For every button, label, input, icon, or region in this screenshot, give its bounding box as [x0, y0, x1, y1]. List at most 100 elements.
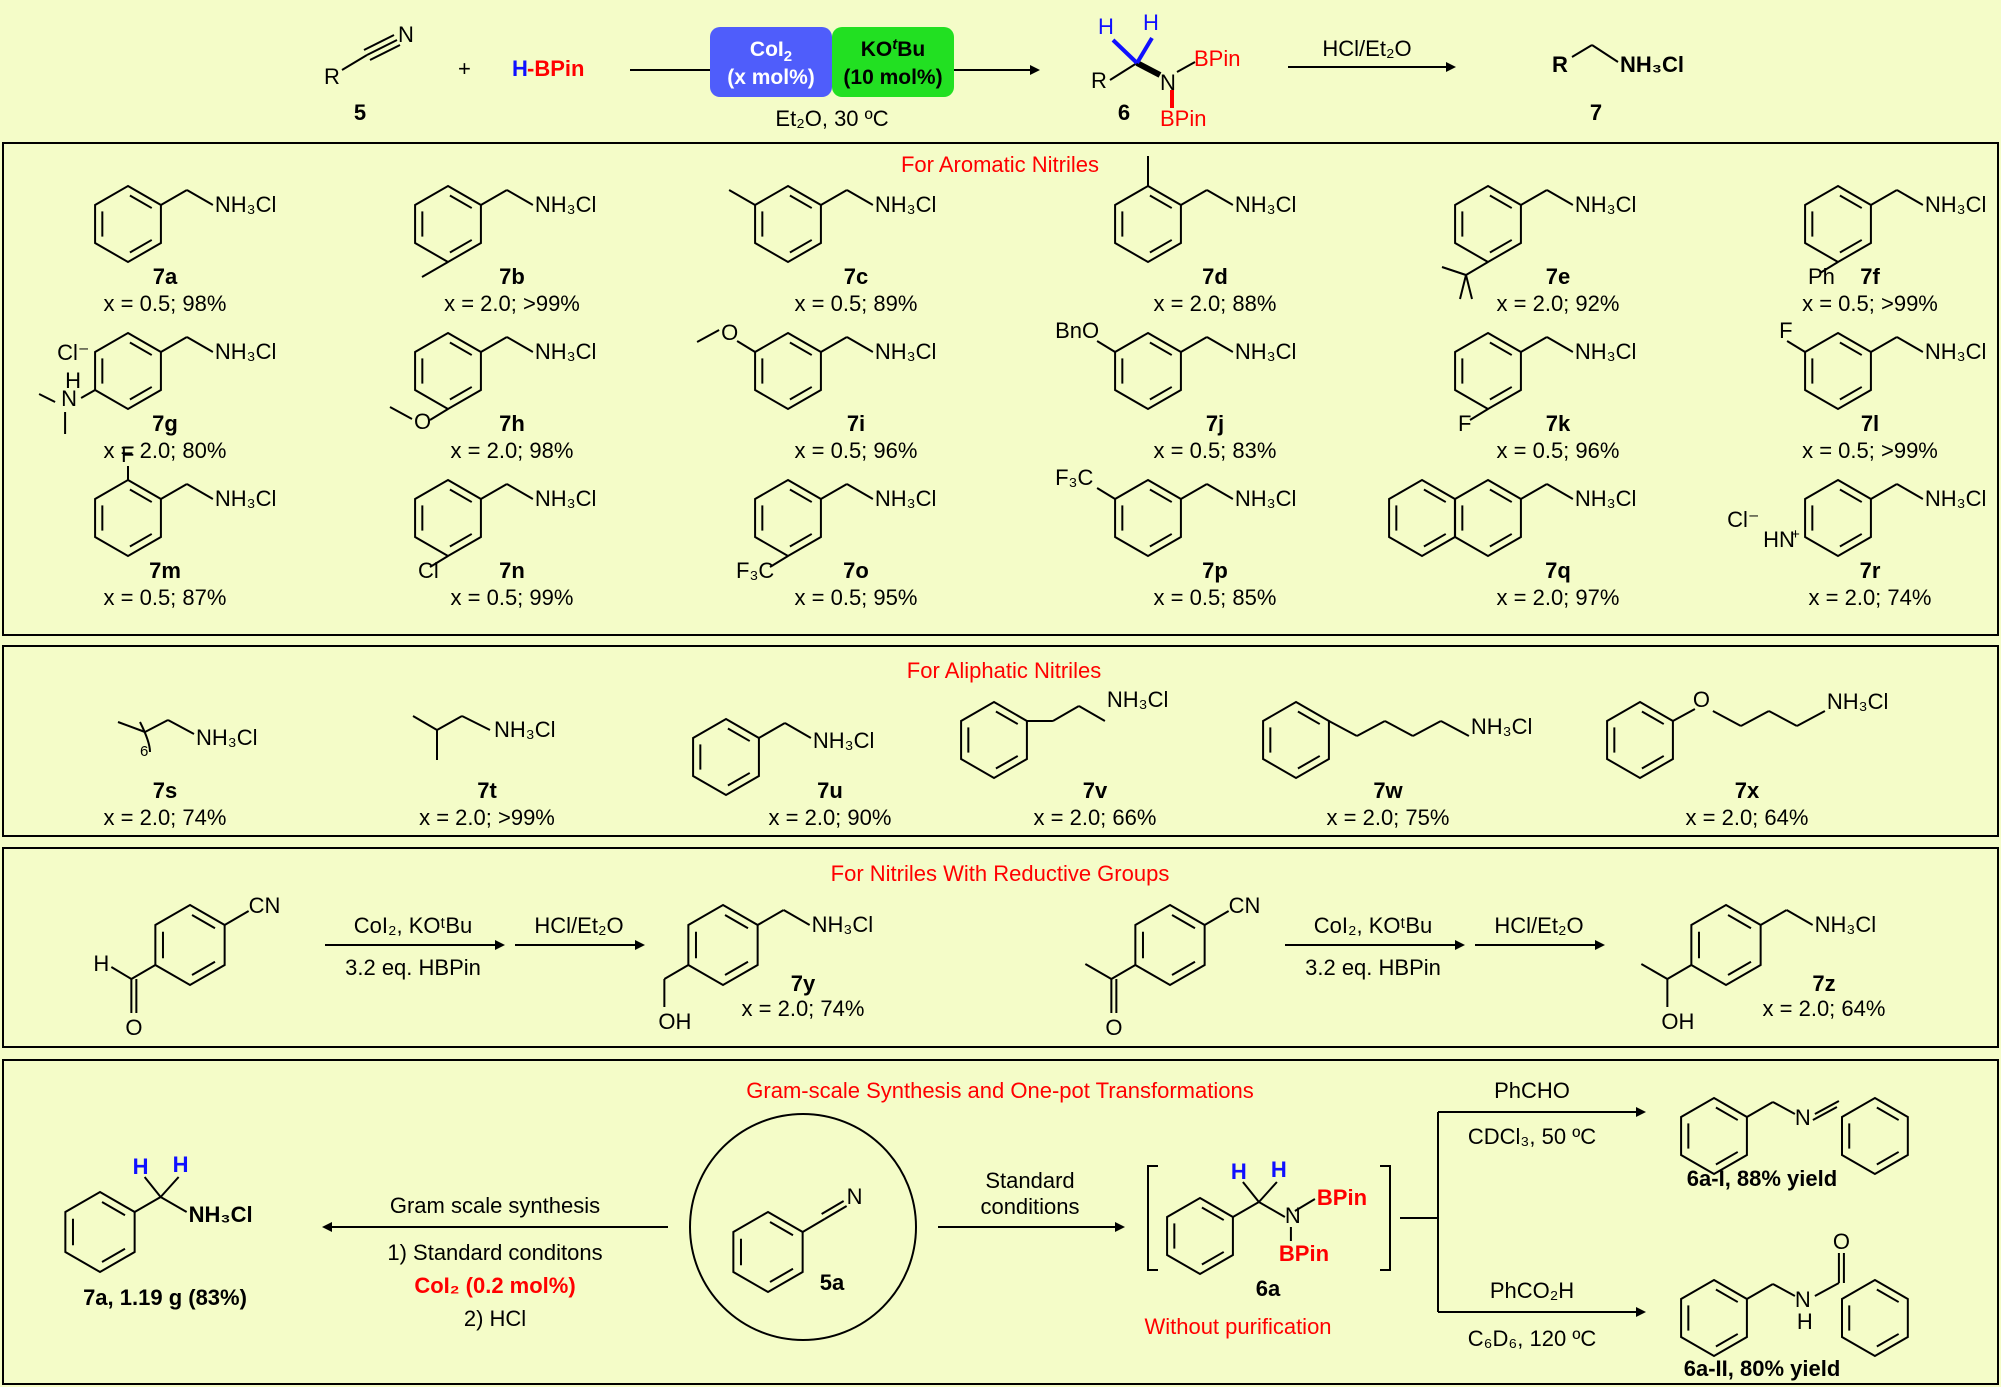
compound-label: 5a — [820, 1270, 845, 1295]
bond-line — [820, 336, 848, 353]
starting-material-5a: N5a — [689, 1113, 917, 1341]
condition-text: Standard — [985, 1168, 1074, 1193]
amine-group: NH₃Cl — [1815, 912, 1877, 937]
atom-H: H — [1797, 1309, 1813, 1334]
bond-line — [1078, 705, 1106, 722]
bond-line — [758, 722, 786, 739]
bond-line — [1258, 1201, 1286, 1218]
yield-text: x = 0.5; 98% — [104, 291, 227, 316]
double-bond — [1715, 1288, 1739, 1303]
double-bond — [1423, 488, 1447, 503]
atom-H: H — [1098, 14, 1114, 39]
base-name-end: Bu — [897, 38, 925, 61]
acid-conditions: HCl/Et₂O — [1322, 36, 1411, 61]
compound-label: 7a — [153, 264, 178, 289]
yield-text: x = 2.0; >99% — [419, 805, 555, 830]
substituent: F — [1458, 411, 1471, 436]
double-bond — [129, 386, 153, 401]
amine-group: NH₃Cl — [1235, 486, 1297, 511]
product-label: 6a-II, 80% yield — [1684, 1356, 1841, 1381]
double-bond — [1149, 239, 1173, 254]
bond-line — [159, 1176, 180, 1198]
bond-line — [1520, 336, 1548, 353]
reductive-panel — [2, 847, 1999, 1048]
amine-group: NH₃Cl — [1620, 52, 1684, 77]
atom-R: R — [1552, 52, 1568, 77]
double-bond — [1839, 341, 1863, 356]
yield-text: x = 0.5; 95% — [795, 585, 918, 610]
catalyst-subscript: 2 — [784, 48, 792, 65]
amine-group: NH₃Cl — [1235, 339, 1297, 364]
arrow-head — [322, 1222, 332, 1232]
double-bond — [1641, 710, 1665, 725]
condition-text: conditions — [980, 1194, 1079, 1219]
repeat-bracket — [139, 721, 151, 753]
base-loading: (10 mol%) — [843, 66, 942, 89]
bond-line — [110, 966, 132, 980]
compound-label: 7h — [499, 411, 525, 436]
bond-line — [1746, 1283, 1774, 1300]
bond-line — [1672, 708, 1696, 722]
atom-N: N — [1795, 1287, 1811, 1312]
compound-label: 7w — [1373, 778, 1403, 803]
amine-group: NH₃Cl — [1925, 486, 1987, 511]
bond-line — [80, 389, 96, 399]
bpin-group: BPin — [1279, 1241, 1329, 1266]
bond-line — [1870, 336, 1898, 353]
bond-line — [802, 1218, 826, 1233]
bond-line — [1666, 964, 1692, 980]
bond-line — [167, 719, 195, 735]
atom-N: N — [398, 22, 414, 47]
double-bond — [1171, 960, 1196, 976]
reagent-text: PhCHO — [1494, 1078, 1570, 1103]
compound-label: 7s — [153, 778, 177, 803]
bond-line — [846, 189, 874, 206]
substituent: F — [1779, 318, 1792, 343]
yield-text: x = 2.0; 74% — [742, 996, 865, 1021]
double-bond — [1489, 386, 1513, 401]
yield-text: x = 0.5; 96% — [795, 438, 918, 463]
compound-label: 7k — [1546, 411, 1571, 436]
aliphatic-panel — [2, 645, 1999, 837]
atom-O: O — [1833, 1229, 1850, 1254]
arrow-head — [1636, 1107, 1646, 1117]
double-bond — [449, 386, 473, 401]
compound-label: 7y — [791, 971, 816, 996]
compound-label: 7m — [149, 558, 181, 583]
aromatic-panel — [2, 142, 1999, 636]
double-bond — [727, 727, 751, 742]
bond-line — [480, 483, 508, 500]
double-bond — [129, 488, 153, 503]
double-bond — [769, 1267, 794, 1283]
benzene-ring — [1388, 478, 1456, 558]
double-bond — [1839, 488, 1863, 503]
bond-line — [784, 722, 812, 739]
amine-group: NH₃Cl — [1575, 486, 1637, 511]
atom-R: R — [324, 64, 340, 89]
double-bond — [449, 488, 473, 503]
general-scheme: R N 5 + H -BPin CoI2 (x mol%) KOtBu (10 … — [324, 10, 1684, 131]
double-bond — [995, 710, 1019, 725]
bond-line — [1786, 340, 1806, 353]
arrow-head — [1595, 940, 1605, 950]
amine-group: NH₃Cl — [875, 339, 937, 364]
double-bond — [724, 914, 749, 930]
substituent: BnO — [1055, 318, 1099, 343]
bond-line — [1096, 487, 1116, 500]
bpin-group: BPin — [1160, 106, 1206, 131]
catalyst-name: CoI — [750, 38, 784, 61]
atom-O: O — [721, 320, 738, 345]
